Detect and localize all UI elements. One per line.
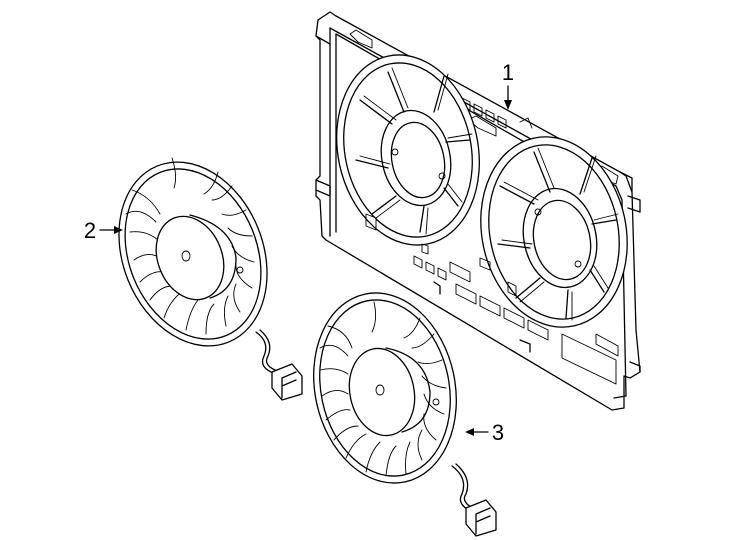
callout-3: 3: [465, 420, 504, 445]
fan-assembly-icon: [313, 292, 497, 537]
callout-number-1: 1: [502, 60, 514, 85]
fan-assembly-icon: [118, 157, 303, 401]
arrowhead-icon: [504, 100, 512, 110]
arrowhead-icon: [465, 428, 474, 436]
callout-number-3: 3: [492, 420, 504, 445]
callout-1: 1: [502, 60, 514, 110]
arrowhead-icon: [114, 226, 123, 234]
callout-2: 2: [84, 218, 123, 243]
callout-number-2: 2: [84, 218, 96, 243]
fan-shroud-icon: [315, 11, 641, 411]
